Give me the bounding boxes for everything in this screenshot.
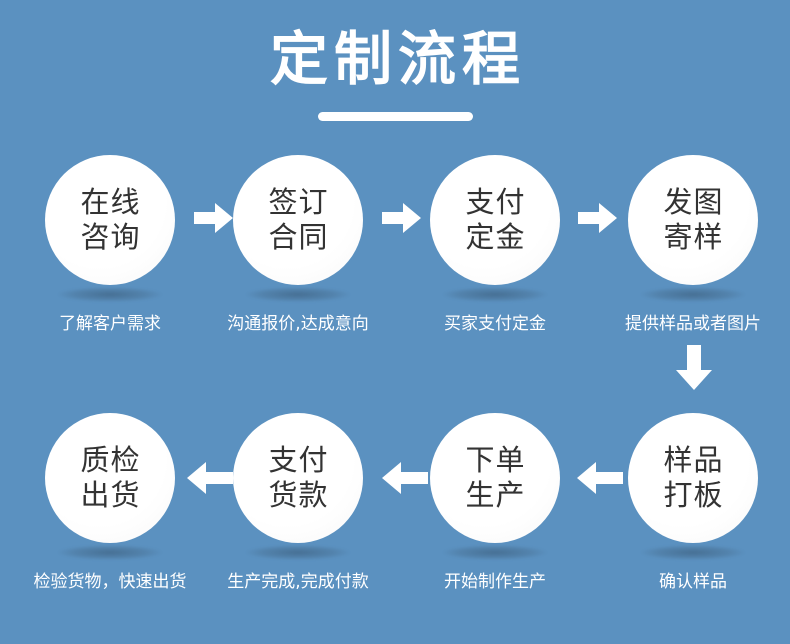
arrow-left-icon (187, 462, 233, 494)
step-label-line-1: 样品 (663, 443, 724, 477)
step-label-line-2: 咨询 (80, 220, 141, 254)
step-label-line-2: 寄样 (663, 220, 724, 254)
step-caption: 检验货物，快速出货 (33, 572, 187, 592)
circle-drop-shadow (443, 287, 547, 302)
circle-drop-shadow (58, 287, 162, 302)
page-title: 定制流程 (269, 25, 526, 93)
step-label-line-2: 打板 (663, 478, 724, 512)
arrow-down-icon (676, 345, 712, 390)
flow-row-2: 质检 出货 检验货物，快速出货 支付 货款 生产完成,完成付款 下单 (0, 408, 790, 598)
flow-step-place-order-produce[interactable]: 下单 生产 开始制作生产 (400, 408, 590, 598)
step-caption: 沟通报价,达成意向 (227, 314, 369, 334)
arrow-left-icon (382, 462, 428, 494)
arrow-right-icon (382, 203, 421, 233)
arrow-left-icon (577, 462, 623, 494)
step-circle[interactable]: 在线 咨询 (45, 155, 175, 285)
step-label-line-1: 在线 (80, 185, 141, 219)
step-circle[interactable]: 下单 生产 (430, 413, 560, 543)
circle-drop-shadow (443, 545, 547, 560)
flow-step-inspect-ship[interactable]: 质检 出货 检验货物，快速出货 (15, 408, 205, 598)
circle-drop-shadow (246, 545, 350, 560)
circle-wrap: 签订 合同 (233, 155, 363, 302)
step-caption: 提供样品或者图片 (625, 314, 761, 334)
arrow-right-icon (194, 203, 233, 233)
step-label-line-2: 生产 (465, 478, 526, 512)
step-label-line-1: 签订 (268, 185, 329, 219)
flow-row-1: 在线 咨询 了解客户需求 签订 合同 沟通报价,达成意向 支付 定金 (0, 150, 790, 340)
step-caption: 确认样品 (659, 572, 727, 592)
step-caption: 生产完成,完成付款 (227, 572, 369, 592)
step-label-line-1: 支付 (465, 185, 526, 219)
step-caption: 了解客户需求 (59, 314, 161, 334)
circle-wrap: 质检 出货 (45, 413, 175, 560)
flow-step-send-image-sample[interactable]: 发图 寄样 提供样品或者图片 (598, 150, 788, 340)
circle-drop-shadow (246, 287, 350, 302)
circle-drop-shadow (58, 545, 162, 560)
step-label-line-1: 发图 (663, 185, 724, 219)
circle-wrap: 支付 定金 (430, 155, 560, 302)
circle-wrap: 下单 生产 (430, 413, 560, 560)
step-circle[interactable]: 支付 定金 (430, 155, 560, 285)
step-label-line-2: 合同 (268, 220, 329, 254)
step-circle[interactable]: 支付 货款 (233, 413, 363, 543)
flow-step-online-consult[interactable]: 在线 咨询 了解客户需求 (15, 150, 205, 340)
step-circle[interactable]: 发图 寄样 (628, 155, 758, 285)
step-circle[interactable]: 签订 合同 (233, 155, 363, 285)
step-label-line-2: 定金 (465, 220, 526, 254)
step-label-line-1: 质检 (80, 443, 141, 477)
circle-wrap: 样品 打板 (628, 413, 758, 560)
step-circle[interactable]: 样品 打板 (628, 413, 758, 543)
flow-step-sign-contract[interactable]: 签订 合同 沟通报价,达成意向 (203, 150, 393, 340)
circle-drop-shadow (641, 287, 745, 302)
step-circle[interactable]: 质检 出货 (45, 413, 175, 543)
flow-step-pay-deposit[interactable]: 支付 定金 买家支付定金 (400, 150, 590, 340)
step-label-line-2: 货款 (268, 478, 329, 512)
step-label-line-1: 下单 (465, 443, 526, 477)
title-divider-bar (317, 112, 473, 121)
circle-wrap: 发图 寄样 (628, 155, 758, 302)
step-label-line-2: 出货 (80, 478, 141, 512)
page-title-block: 定制流程 (0, 26, 790, 121)
flow-step-sample-proofing[interactable]: 样品 打板 确认样品 (598, 408, 788, 598)
step-caption: 买家支付定金 (444, 314, 546, 334)
flow-step-pay-balance[interactable]: 支付 货款 生产完成,完成付款 (203, 408, 393, 598)
circle-wrap: 在线 咨询 (45, 155, 175, 302)
circle-wrap: 支付 货款 (233, 413, 363, 560)
circle-drop-shadow (641, 545, 745, 560)
arrow-right-icon (578, 203, 617, 233)
step-caption: 开始制作生产 (444, 572, 546, 592)
step-label-line-1: 支付 (268, 443, 329, 477)
